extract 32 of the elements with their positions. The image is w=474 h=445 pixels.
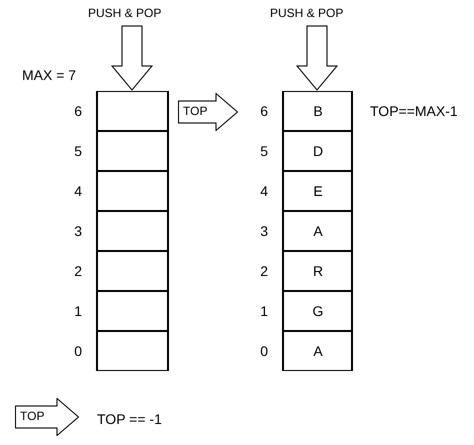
index-number: 4 — [74, 183, 82, 199]
pointer-label: TOP — [20, 409, 44, 423]
index-number: 3 — [74, 223, 82, 239]
operation-label: PUSH & POP — [88, 6, 162, 20]
operation-label: PUSH & POP — [270, 6, 344, 20]
note-label: TOP==MAX-1 — [370, 103, 458, 119]
index-number: 2 — [260, 263, 268, 279]
index-number: 3 — [260, 223, 268, 239]
note-label: MAX = 7 — [22, 67, 76, 83]
stack-item: D — [312, 143, 324, 159]
index-number: 2 — [74, 263, 82, 279]
note-label: TOP == -1 — [97, 411, 162, 427]
stack-item: A — [313, 223, 323, 239]
pointer-label: TOP — [183, 104, 208, 118]
index-number: 1 — [74, 303, 82, 319]
stack-item: R — [312, 263, 324, 279]
pointer-arrow — [178, 93, 238, 131]
pointer-arrow — [15, 398, 79, 436]
stack-item: B — [313, 103, 323, 119]
block-arrow — [296, 26, 338, 91]
index-number: 6 — [74, 103, 82, 119]
index-number: 4 — [260, 183, 268, 199]
stack-item: E — [313, 183, 323, 199]
index-number: 1 — [260, 303, 268, 319]
index-number: 0 — [260, 343, 268, 359]
index-number: 0 — [74, 343, 82, 359]
index-number: 6 — [260, 103, 268, 119]
index-number: 5 — [260, 143, 268, 159]
stack-item: G — [312, 303, 324, 319]
block-arrow — [110, 26, 154, 91]
index-number: 5 — [74, 143, 82, 159]
stack-item: A — [313, 343, 323, 359]
